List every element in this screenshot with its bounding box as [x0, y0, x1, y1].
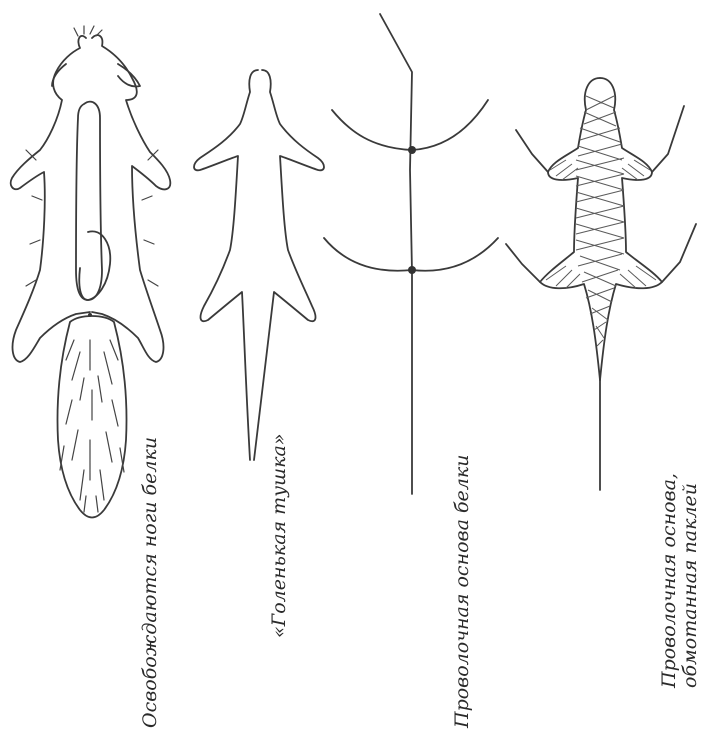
wire-frame-figure [324, 14, 498, 494]
caption-skin: Освобождаются ноги белки [140, 437, 161, 728]
caption-wrapped-frame: Проволочная основа, обмотанная паклей [659, 473, 701, 688]
caption-carcass: «Голенькая тушка» [269, 434, 290, 638]
carcass-outline-figure [194, 70, 324, 460]
caption-wire-frame: Проволочная основа белки [452, 455, 473, 728]
wrapped-frame-figure [506, 78, 696, 490]
